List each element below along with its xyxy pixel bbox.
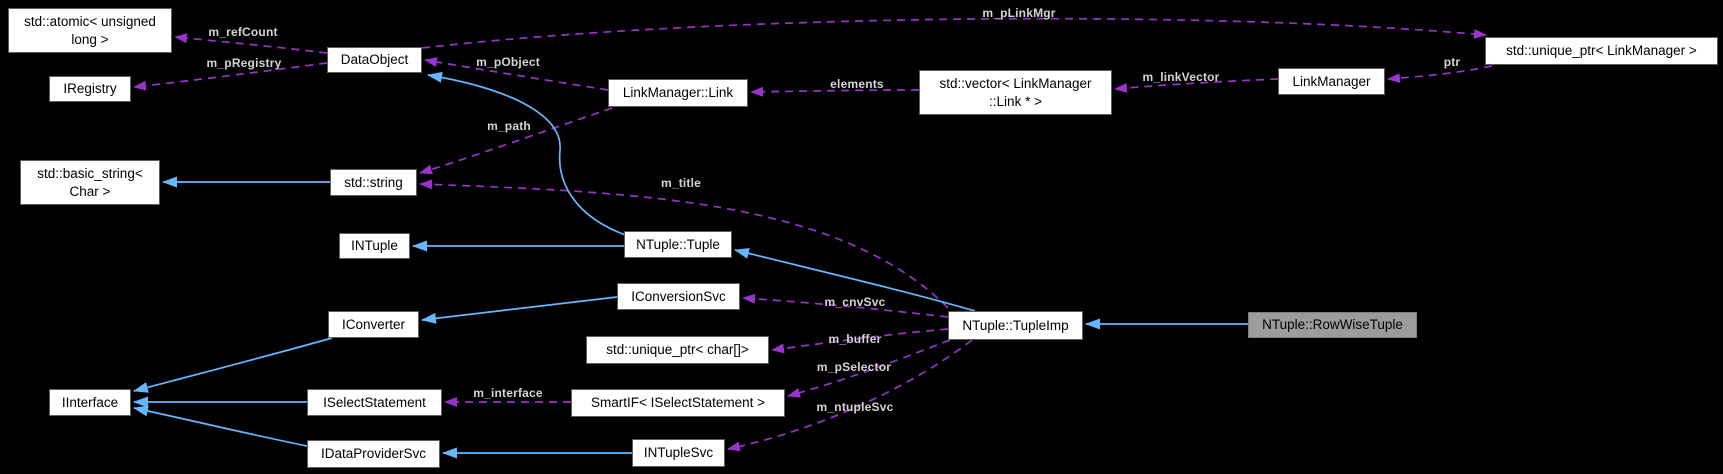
node-label: std::basic_string< [37,166,143,182]
node-label: long > [71,31,109,47]
node-linkmanager[interactable]: LinkManager [1278,68,1385,95]
node-label: std::vector< LinkManager [939,76,1092,92]
node-ntuple-rowwisetuple: NTuple::RowWiseTuple [1248,312,1417,338]
node-iconversionsvc[interactable]: IConversionSvc [617,283,740,310]
edge-m-pregistry [133,62,328,91]
node-label: IInterface [61,394,119,410]
edge-label-m-cnvsvc: m_cnvSvc [824,295,886,309]
node-label: NTuple::RowWiseTuple [1262,317,1403,333]
node-intuplesvc[interactable]: INTupleSvc [632,439,725,467]
node-label: INTuple [351,238,398,254]
node-label: ISelectStatement [323,394,426,410]
edge-iconversionsvc-inherits-iconverter [421,296,618,324]
node-label: NTuple::Tuple [636,236,720,252]
node-label: IConversionSvc [631,288,726,304]
node-label: DataObject [340,52,409,68]
node-label: std::unique_ptr< char[]> [606,342,749,358]
node-iregistry[interactable]: IRegistry [49,76,131,102]
edge-m-title [419,179,949,309]
node-unique-ptr-char[interactable]: std::unique_ptr< char[]> [586,336,769,364]
node-std-vector-link[interactable]: std::vector< LinkManager::Link * > [919,70,1112,115]
edge-label-m-linkvector: m_linkVector [1142,70,1220,84]
node-label: std::unique_ptr< LinkManager > [1506,43,1697,59]
node-std-string[interactable]: std::string [330,169,417,196]
edge-label-m-pregistry: m_pRegistry [206,56,282,70]
edge-m-path [419,107,613,175]
node-label: IDataProviderSvc [320,446,427,462]
node-linkmanager-link[interactable]: LinkManager::Link [608,79,748,107]
node-intuple[interactable]: INTuple [339,233,410,259]
node-label: IRegistry [63,81,117,97]
edge-m-buffer [771,328,949,354]
node-dataobject[interactable]: DataObject [327,47,422,73]
edge-label-m-interface: m_interface [473,386,543,400]
edge-tupleimp-inherits-tuple [734,248,976,312]
edge-label-m-path: m_path [487,119,531,133]
node-label: SmartIF< ISelectStatement > [590,395,766,411]
edge-idataprovider-inherits-iinterface [133,405,308,447]
edge-m-refcount [174,33,328,54]
node-label: NTuple::TupleImp [962,317,1069,333]
edge-m-pselector [787,339,951,398]
edge-label-m-pselector: m_pSelector [816,360,892,374]
node-label: std::string [344,174,403,190]
edge-elements [750,86,920,97]
node-iselectstatement[interactable]: ISelectStatement [307,389,442,416]
edge-m-linkvector [1114,78,1279,93]
node-idataprovidersvc[interactable]: IDataProviderSvc [307,440,440,468]
node-label: LinkManager::Link [622,85,734,101]
node-label: INTupleSvc [643,445,714,461]
edge-label-m-pobject: m_pObject [476,55,540,69]
node-label: Char > [69,183,111,199]
node-label: std::atomic< unsigned [24,14,156,30]
edge-m-ntuplesvc [727,339,973,452]
node-ntuple-tupleimp[interactable]: NTuple::TupleImp [948,311,1083,340]
edge-label-m-ntuplesvc: m_ntupleSvc [816,400,894,414]
edge-m-plinkmgr [421,17,1487,49]
edge-m-cnvsvc [742,293,949,318]
edge-label-m-title: m_title [660,176,702,190]
edge-ptr [1387,65,1493,84]
edge-tuple-inherits-dataobject [427,71,629,237]
node-label: ::Link * > [989,93,1042,109]
node-ntuple-tuple[interactable]: NTuple::Tuple [624,231,732,258]
node-smartif-iselect[interactable]: SmartIF< ISelectStatement > [571,389,785,417]
edge-iconverter-inherits-iinterface [133,337,333,393]
node-label: LinkManager [1292,73,1371,89]
edge-label-ptr: ptr [1443,55,1461,69]
node-std-basic-string[interactable]: std::basic_string<Char > [20,160,160,205]
edge-label-elements: elements [830,77,884,91]
node-unique-ptr-linkmanager[interactable]: std::unique_ptr< LinkManager > [1485,37,1718,65]
edge-label-m-refcount: m_refCount [208,25,278,39]
node-iconverter[interactable]: IConverter [328,311,419,338]
node-iinterface[interactable]: IInterface [49,389,131,416]
edge-label-m-plinkmgr: m_pLinkMgr [982,6,1056,20]
node-label: IConverter [341,316,406,332]
edge-label-m-buffer: m_buffer [828,332,882,346]
